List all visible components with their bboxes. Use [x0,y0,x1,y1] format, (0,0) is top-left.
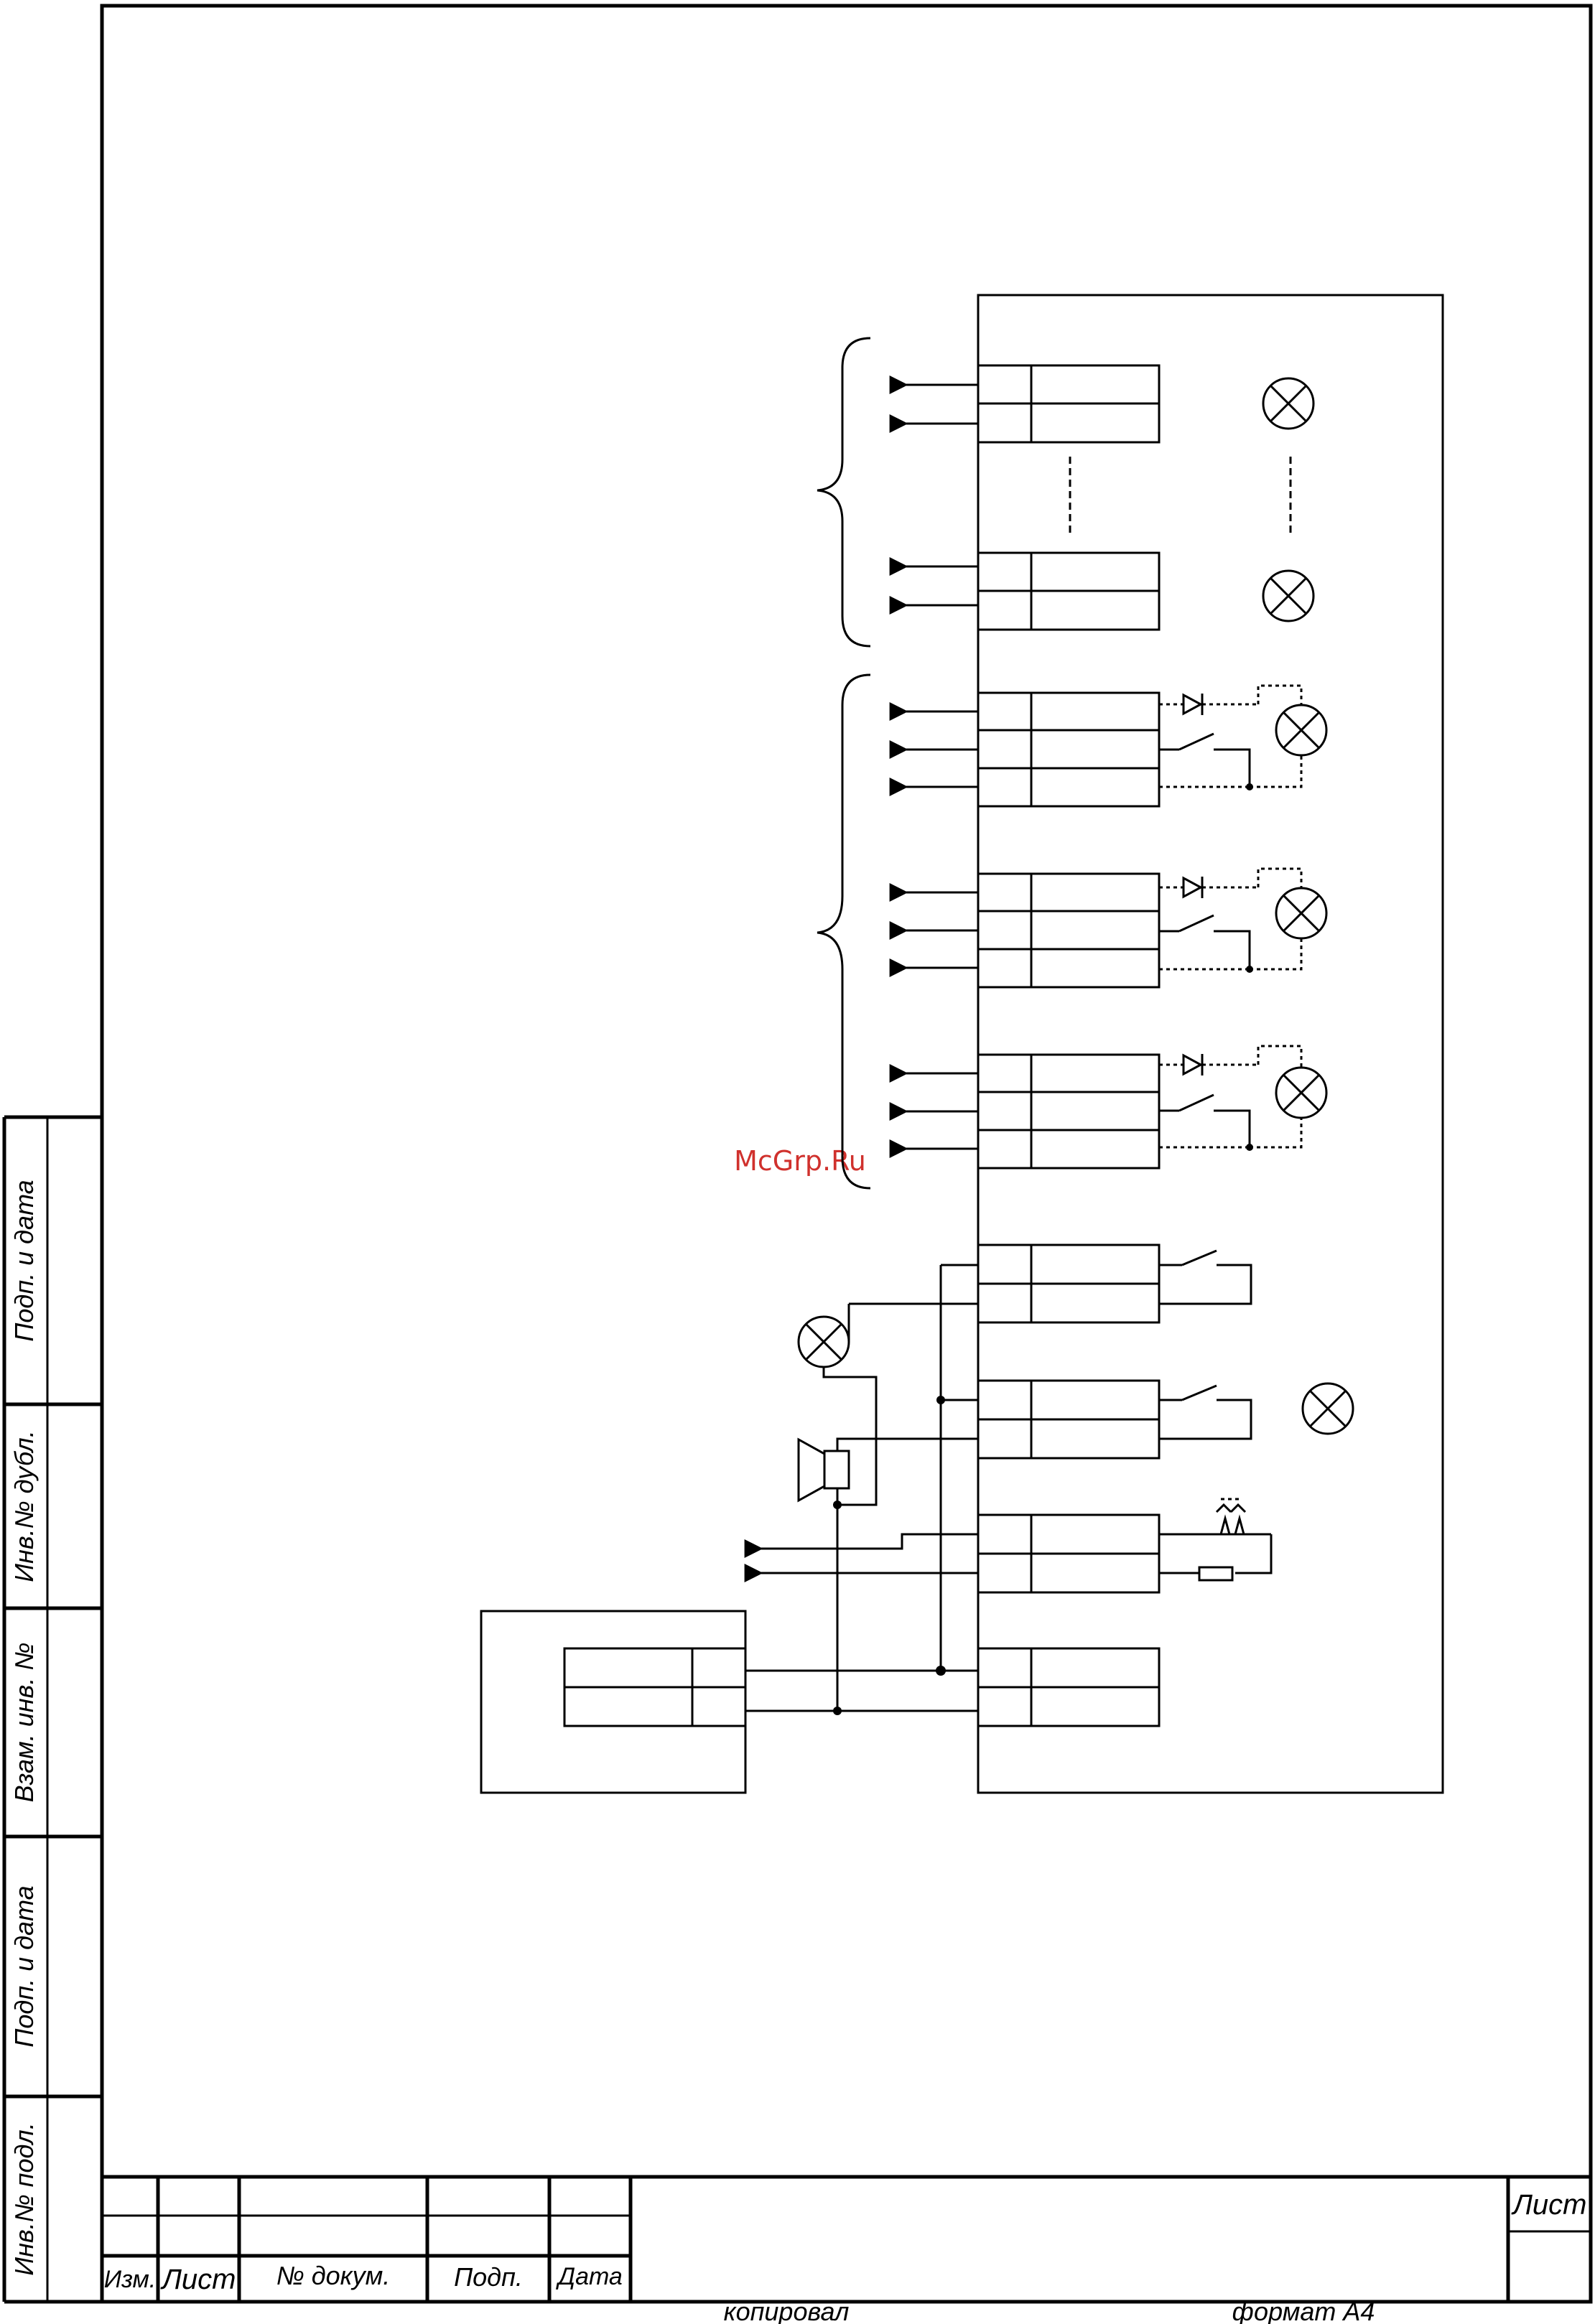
power-supply-unit [481,1611,745,1793]
terminal-block-4 [978,874,1159,987]
group-bracket-top [817,338,870,646]
group-bracket-middle [817,675,870,1188]
stamp-cell-original-inventory: Инв.№ подл. [9,2122,39,2275]
label-change: Изм. [104,2266,157,2293]
external-siren [799,1439,849,1501]
channel-circuit-1 [1159,686,1326,790]
external-wiring [745,1265,978,1715]
terminal-block-5 [978,1055,1159,1168]
footer-format: формат А4 [1232,2297,1375,2324]
stamp-cell-dup-inventory: Инв.№ дубл. [9,1430,39,1582]
stamp-cell-replaced-inventory: Взам. инв. № [9,1643,39,1803]
label-sheet: Лист [160,2264,236,2295]
resistor [1199,1567,1232,1580]
label-date: Дата [555,2263,623,2290]
lamp-indicator-2 [1263,571,1313,621]
relay-contact-circuit-2 [1159,1386,1251,1439]
label-doc-number: № докум. [276,2261,391,2290]
label-sheet-number: Лист [1511,2189,1587,2221]
channel-circuit-3 [1159,1046,1326,1151]
watermark: McGrp.Ru [734,1145,866,1177]
lamp-indicator-1 [1263,378,1313,429]
photo-sensor-circuit [1159,1499,1271,1580]
output-arrows [906,385,978,1149]
channel-circuit-2 [1159,869,1326,973]
stamp-cell-signature-date-1: Подп. и дата [9,1180,39,1341]
side-stamp: Подп. и дата Инв.№ дубл. Взам. инв. № По… [4,1117,102,2302]
stamp-cell-signature-date-2: Подп. и дата [9,1885,39,2047]
terminal-blocks [978,365,1159,1726]
footer-copied: копировал [724,2297,850,2324]
relay-contact-circuit-1 [1159,1251,1251,1304]
terminal-block-3 [978,693,1159,806]
lamp-indicator-3 [1303,1383,1353,1434]
label-signature: Подп. [454,2262,523,2292]
external-alarm-lamp [799,1317,849,1367]
